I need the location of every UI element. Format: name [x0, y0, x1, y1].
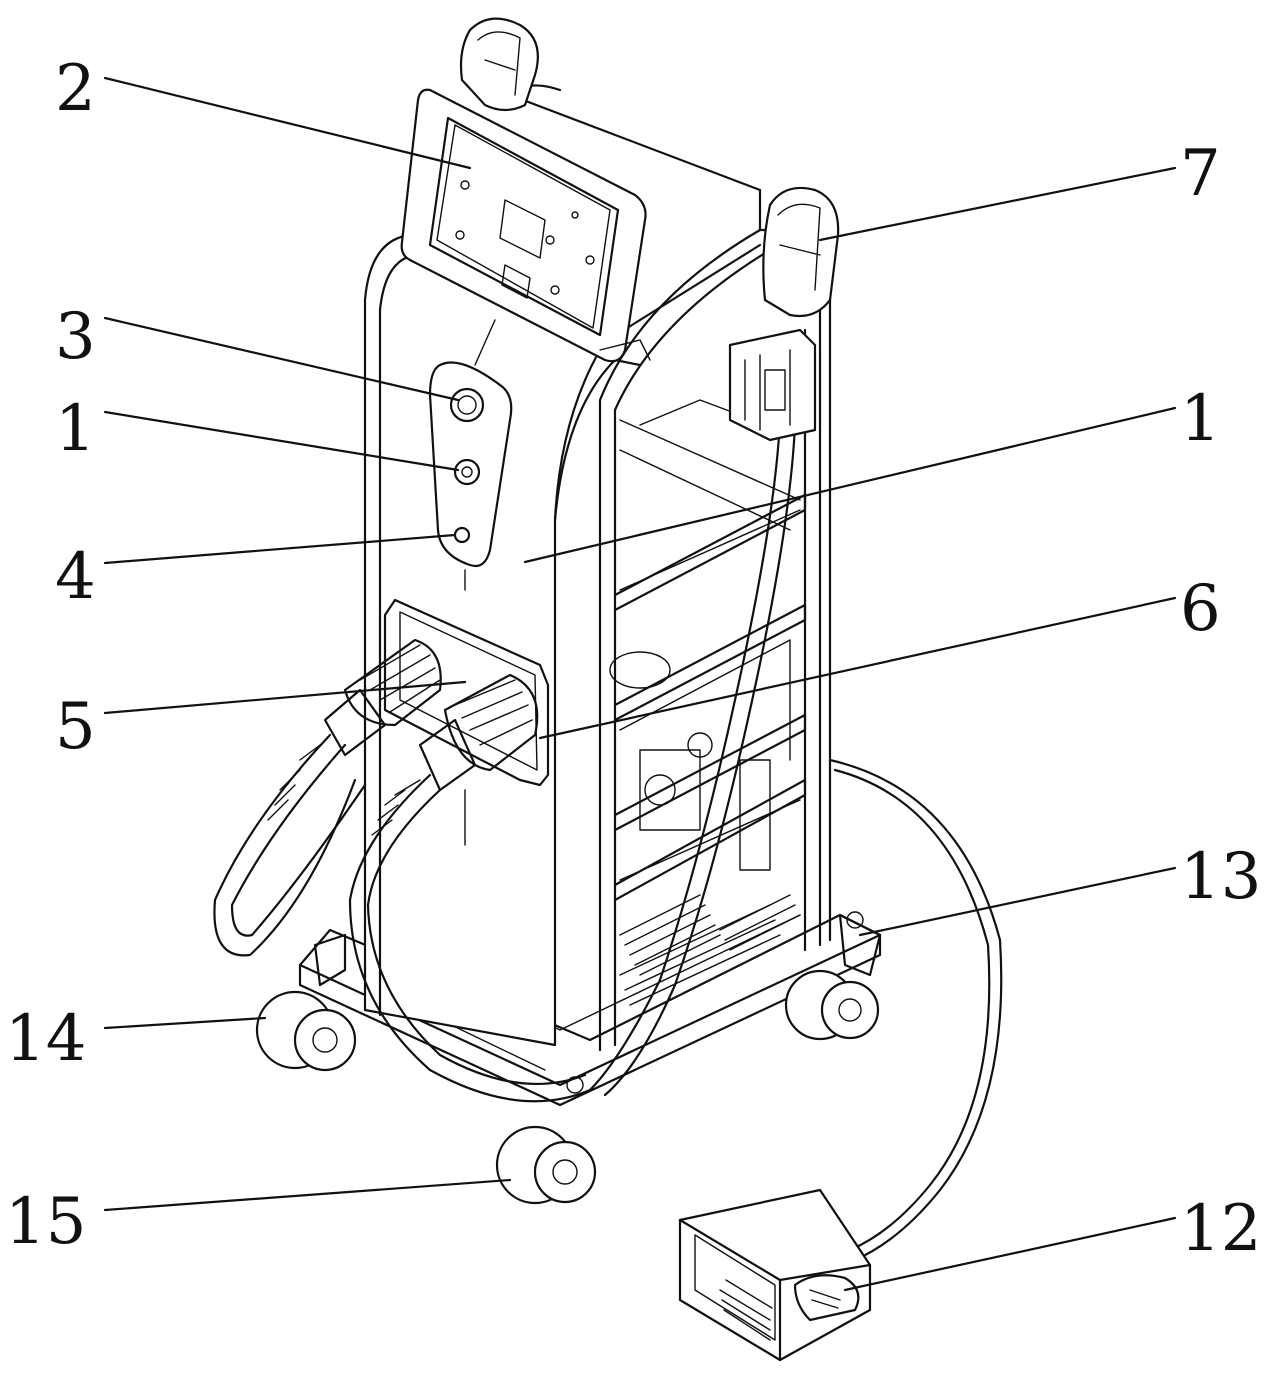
handpiece-rear	[459, 17, 539, 112]
callout-15: 15	[5, 1185, 86, 1259]
caster-13	[784, 911, 882, 1041]
leader-5	[103, 680, 467, 715]
callout-6: 6	[1180, 572, 1221, 646]
cables	[213, 418, 1003, 1262]
callout-12: 12	[1180, 1192, 1261, 1266]
leader-lines	[103, 76, 1177, 1292]
leader-6	[538, 596, 1177, 740]
leader-13	[858, 866, 1177, 937]
callout-1-right: 1	[1180, 382, 1221, 456]
callout-13: 13	[1180, 840, 1261, 914]
foot-pedal	[678, 1188, 872, 1362]
callout-3: 3	[55, 300, 96, 374]
leader-15	[103, 1178, 512, 1212]
side-frame	[508, 84, 832, 1052]
callout-7: 7	[1180, 137, 1221, 211]
reference-numerals: 2 7 3 1 1 4 6 5 13 14 15 12	[5, 52, 1261, 1266]
leader-12	[843, 1216, 1177, 1292]
caster-14	[255, 933, 357, 1072]
leader-1b	[523, 406, 1177, 564]
callout-1-left: 1	[55, 392, 96, 466]
callout-14: 14	[5, 1002, 86, 1076]
callout-2: 2	[55, 52, 96, 126]
connector-panel	[323, 598, 550, 846]
leader-4	[103, 533, 457, 565]
caster-15	[495, 1076, 597, 1205]
handpiece-7	[728, 186, 840, 442]
callout-5: 5	[55, 690, 96, 764]
leader-7	[818, 166, 1177, 242]
leader-3	[103, 316, 460, 402]
callout-4: 4	[55, 540, 96, 614]
leader-14	[103, 1016, 267, 1030]
leader-1a	[103, 410, 460, 472]
leader-2	[103, 76, 472, 170]
display-screen	[400, 88, 651, 366]
